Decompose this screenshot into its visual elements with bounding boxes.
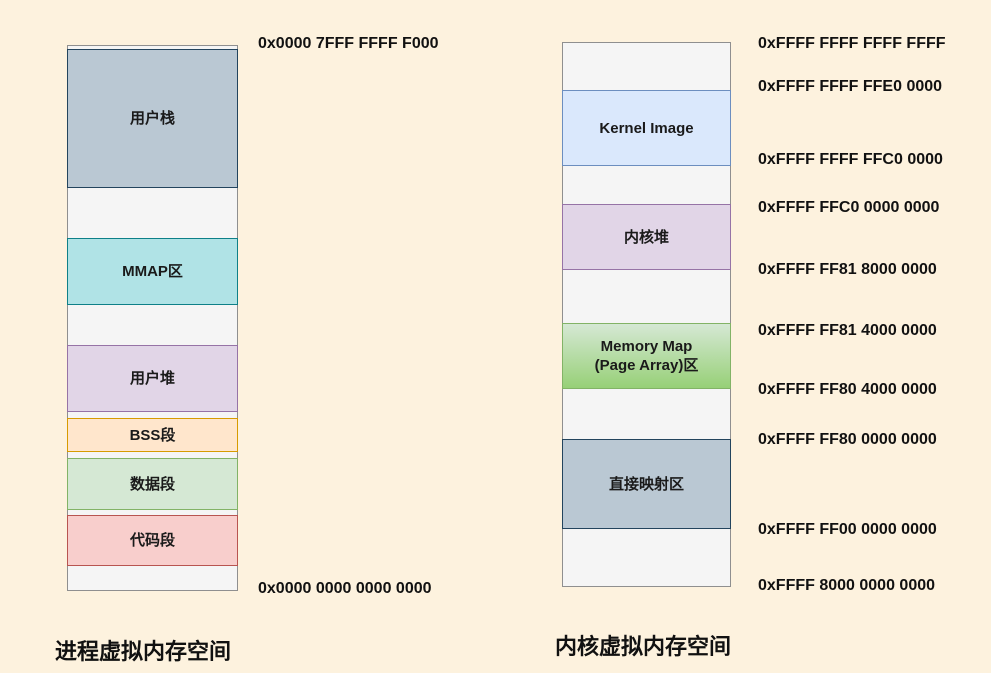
address-kernel-6: 0xFFFF FF80 4000 0000 xyxy=(758,381,937,398)
block-user-heap: 用户堆 xyxy=(67,345,238,412)
block-kernel-image: Kernel Image xyxy=(562,90,731,166)
block-user-stack-label: 用户栈 xyxy=(129,110,175,127)
address-kernel-0: 0xFFFF FFFF FFFF FFFF xyxy=(758,35,946,52)
process-memory-column: 用户栈 MMAP区 用户堆 BSS段 数据段 代码段 xyxy=(67,45,238,591)
block-code-segment-label: 代码段 xyxy=(129,532,175,549)
block-direct-mapping-region: 直接映射区 xyxy=(562,439,731,529)
address-kernel-1: 0xFFFF FFFF FFE0 0000 xyxy=(758,78,943,95)
address-kernel-9: 0xFFFF 8000 0000 0000 xyxy=(758,577,936,594)
block-memory-map-label-line2: (Page Array)区 xyxy=(594,357,699,374)
kernel-memory-column: Kernel Image 内核堆 Memory Map (Page Array)… xyxy=(562,42,731,587)
block-direct-mapping-label: 直接映射区 xyxy=(608,475,684,493)
block-mmap-region: MMAP区 xyxy=(67,238,238,305)
block-user-heap-label: 用户堆 xyxy=(129,370,175,387)
block-bss-segment: BSS段 xyxy=(67,418,238,452)
kernel-column-title: 内核虚拟内存空间 xyxy=(555,634,732,659)
address-kernel-5: 0xFFFF FF81 4000 0000 xyxy=(758,322,937,339)
address-kernel-8: 0xFFFF FF00 0000 0000 xyxy=(758,521,937,538)
block-mmap-region-label: MMAP区 xyxy=(122,263,183,280)
block-code-segment: 代码段 xyxy=(67,515,238,566)
block-user-stack: 用户栈 xyxy=(67,49,238,188)
address-process-top: 0x0000 7FFF FFFF F000 xyxy=(258,35,439,52)
block-kernel-heap-label: 内核堆 xyxy=(623,228,669,246)
block-data-segment: 数据段 xyxy=(67,458,238,510)
process-column-title: 进程虚拟内存空间 xyxy=(55,639,232,664)
address-kernel-4: 0xFFFF FF81 8000 0000 xyxy=(758,261,937,278)
block-kernel-heap: 内核堆 xyxy=(562,204,731,270)
block-kernel-image-label: Kernel Image xyxy=(599,119,694,137)
address-kernel-3: 0xFFFF FFC0 0000 0000 xyxy=(758,199,940,216)
block-memory-map-page-array: Memory Map (Page Array)区 xyxy=(562,323,731,389)
block-data-segment-label: 数据段 xyxy=(129,475,175,493)
address-process-bottom: 0x0000 0000 0000 0000 xyxy=(258,580,432,597)
block-memory-map-label-line1: Memory Map xyxy=(600,338,693,355)
block-bss-segment-label: BSS段 xyxy=(129,426,176,444)
address-kernel-2: 0xFFFF FFFF FFC0 0000 xyxy=(758,151,943,168)
address-kernel-7: 0xFFFF FF80 0000 0000 xyxy=(758,431,937,448)
